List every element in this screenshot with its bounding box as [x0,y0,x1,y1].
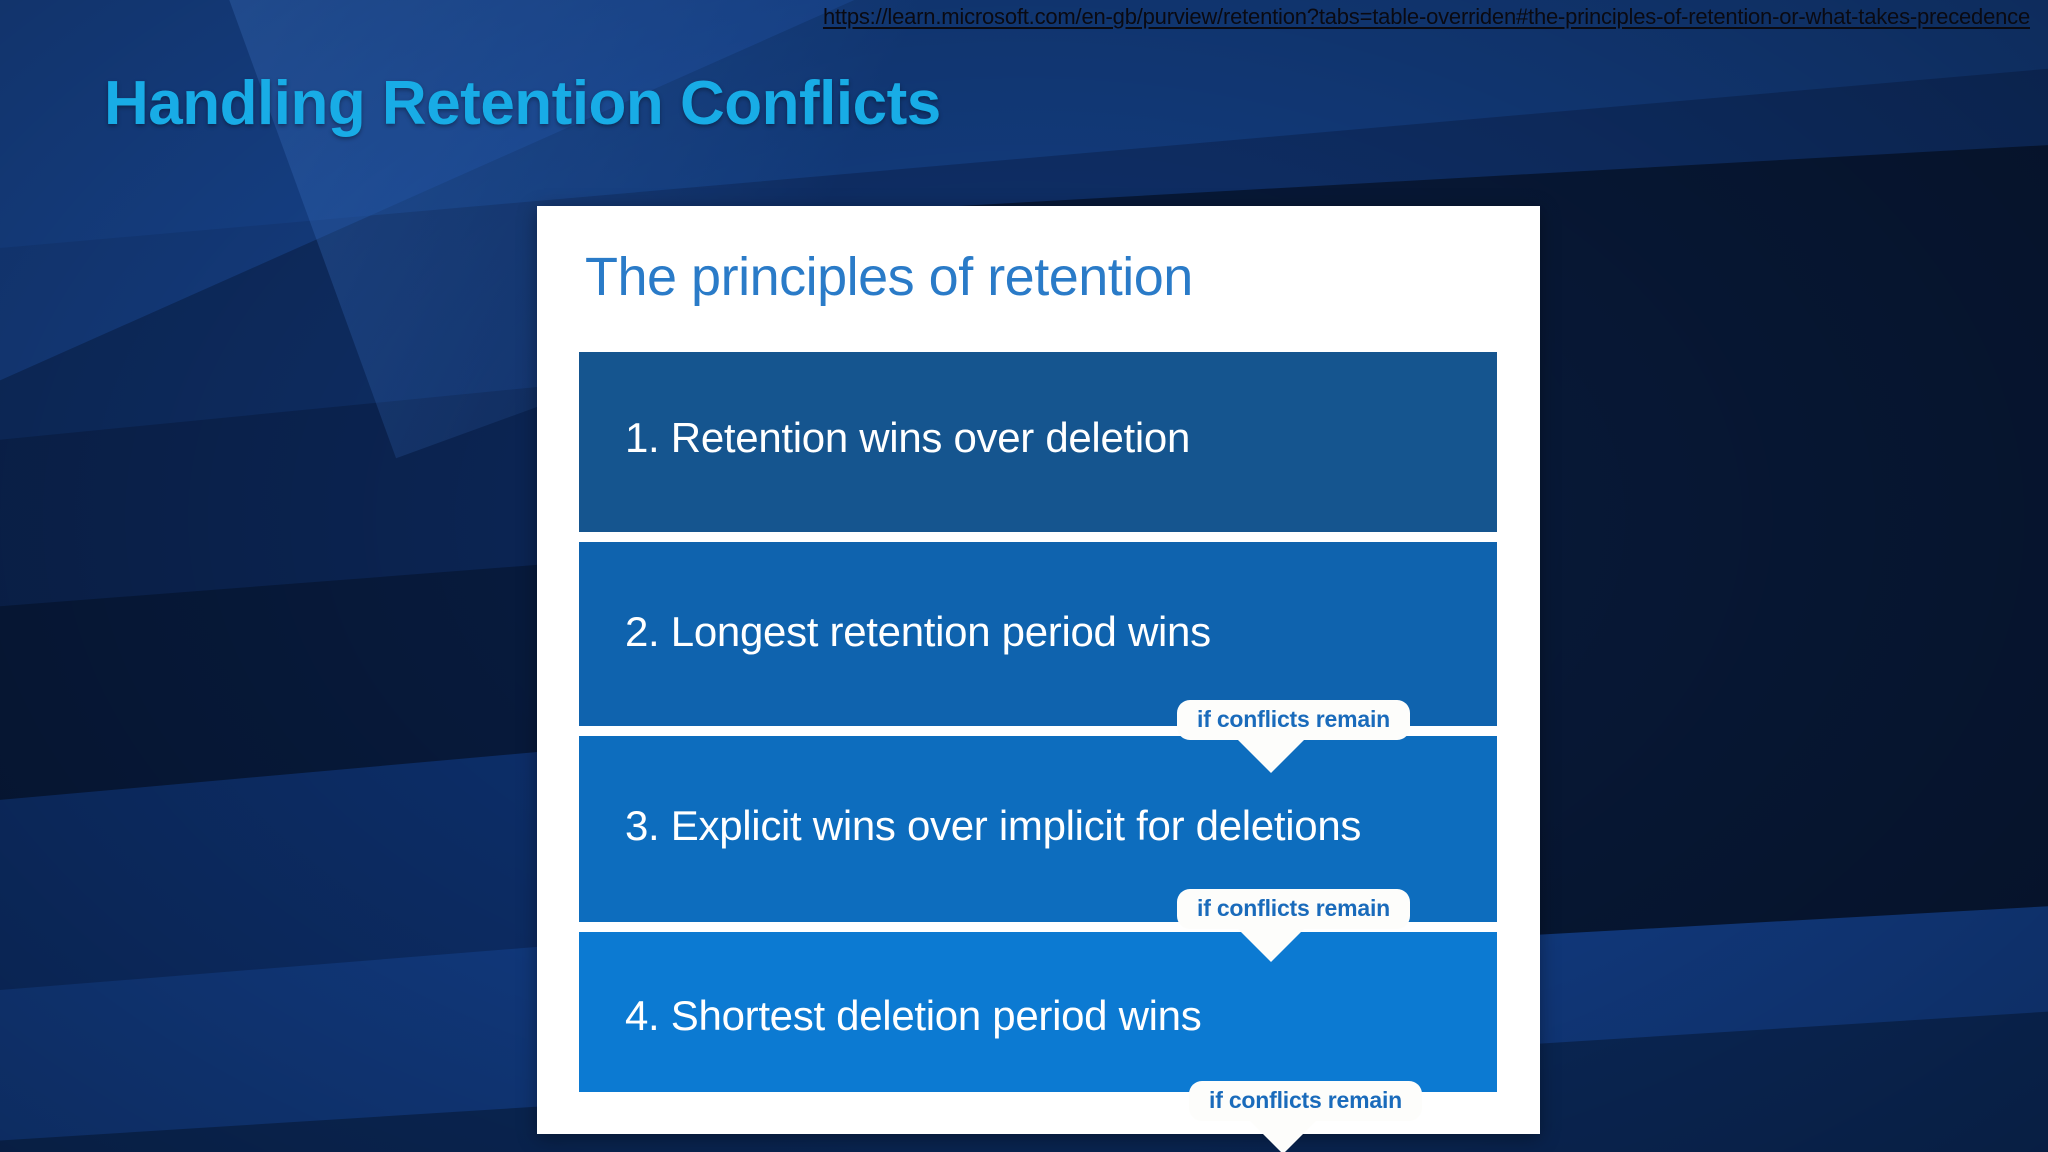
slide-title: Handling Retention Conflicts [104,69,941,138]
principle-label-4: 4. Shortest deletion period wins [625,992,1202,1039]
conflict-callout-label: if conflicts remain [1177,889,1411,930]
principle-label-2: 2. Longest retention period wins [625,608,1211,655]
callout-tail-icon [1249,1120,1317,1152]
principle-bar-2 [579,542,1497,726]
conflict-connector-callout: if conflicts remain [1189,1081,1423,1152]
conflict-callout-label: if conflicts remain [1189,1081,1423,1122]
principle-bar-4 [579,932,1497,1092]
principle-row: 1. Retention wins over deletion [579,352,1497,532]
principle-label-3: 3. Explicit wins over implicit for delet… [625,802,1362,849]
principle-row: 4. Shortest deletion period wins [579,932,1497,1092]
retention-principles-diagram-card: The principles of retention 1. Retention… [537,206,1540,1152]
callout-tail-icon [1237,739,1305,774]
principle-row: 2. Longest retention period wins [579,542,1497,726]
conflict-connector-callout: if conflicts remain [1177,889,1411,963]
diagram-heading: The principles of retention [585,247,1193,307]
source-url-link[interactable]: https://learn.microsoft.com/en-gb/purvie… [822,4,2030,29]
callout-tail-icon [1237,928,1305,963]
principle-label-1: 1. Retention wins over deletion [625,414,1191,461]
conflict-connector-callout: if conflicts remain [1177,700,1411,774]
principle-bar-1 [579,352,1497,532]
conflict-callout-label: if conflicts remain [1177,700,1411,741]
